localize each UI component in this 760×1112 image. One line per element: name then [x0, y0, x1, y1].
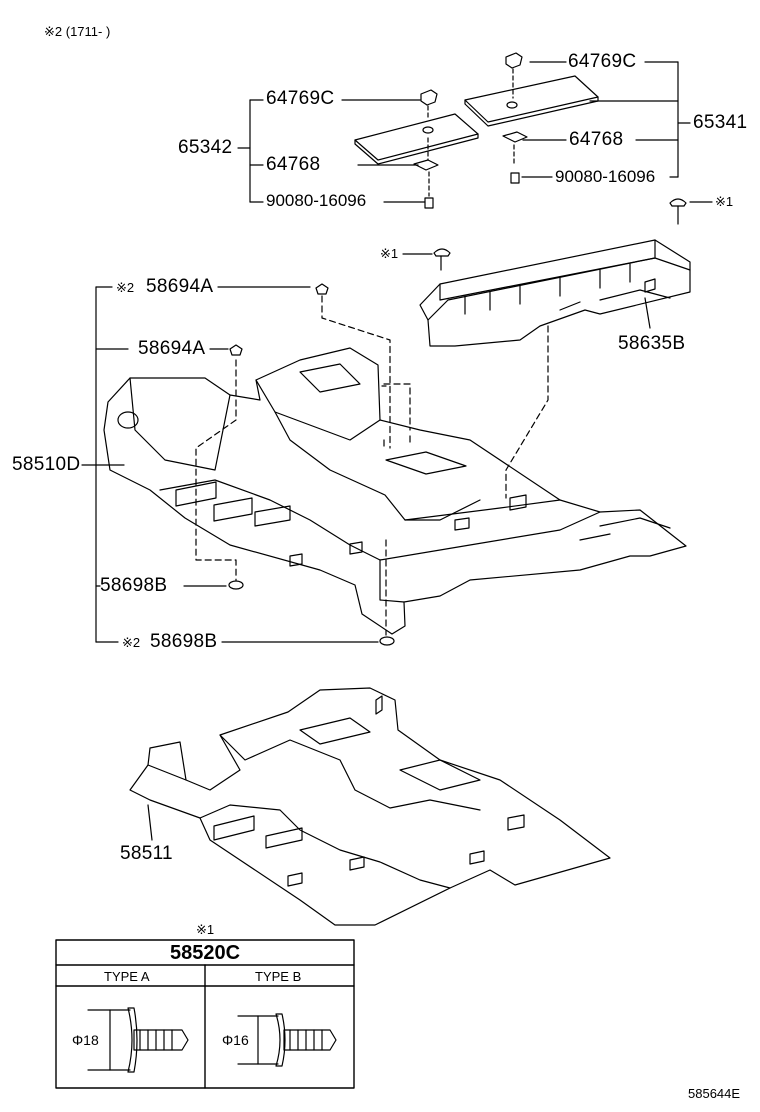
mark-2-58694A: ※2	[116, 280, 135, 295]
dim-type-a: Φ18	[72, 1032, 99, 1048]
header-note: ※2 (1711- )	[44, 24, 111, 39]
mark-1-right: ※1	[715, 194, 734, 209]
table-type-b: TYPE B	[255, 969, 302, 984]
reference-code: 585644E	[688, 1086, 741, 1101]
leader-65341	[521, 61, 691, 178]
spacer-58694A-top	[217, 283, 329, 295]
label-58635B: 58635B	[618, 333, 686, 354]
insulator-58635B	[419, 239, 691, 347]
mark-2-58698B: ※2	[122, 635, 141, 650]
label-64768-left: 64768	[266, 154, 321, 175]
guide-lines	[195, 295, 549, 636]
clip-table	[55, 939, 355, 1089]
floor-carpet-upper	[103, 347, 687, 635]
label-58694A-mid: 58694A	[138, 338, 206, 359]
label-58694A-top: 58694A	[146, 276, 214, 297]
floor-carpet-lower	[129, 687, 611, 926]
table-type-a: TYPE A	[104, 969, 150, 984]
label-58698B-lower: 58698B	[150, 631, 218, 652]
leader-58510D	[81, 286, 129, 643]
screw-90080-left	[424, 171, 434, 209]
clip-type-a-drawing	[87, 1007, 189, 1073]
clip-64768-left	[413, 137, 439, 171]
table-note: ※1	[196, 922, 215, 937]
dim-type-b: Φ16	[222, 1032, 249, 1048]
label-64768-right: 64768	[569, 129, 624, 150]
pad-58698B-lower	[221, 636, 395, 646]
label-90080-right: 90080-16096	[555, 167, 656, 186]
clip-type-b-drawing	[237, 1013, 337, 1067]
screw-90080-right	[510, 172, 520, 184]
label-90080-left: 90080-16096	[266, 191, 367, 210]
clip-64769C-left	[420, 89, 438, 121]
clip-64768-right	[502, 131, 528, 166]
label-64769C-right: 64769C	[568, 51, 637, 72]
leader-65342	[237, 99, 426, 203]
label-65342: 65342	[178, 137, 233, 158]
trim-pad-65341	[464, 75, 599, 127]
table-title: 58520C	[170, 942, 241, 964]
label-58511: 58511	[120, 843, 173, 864]
label-65341: 65341	[693, 112, 748, 133]
label-58510D: 58510D	[12, 454, 81, 475]
clip-64769C-right	[505, 52, 523, 99]
push-clip-right	[669, 198, 713, 225]
label-58698B-upper: 58698B	[100, 575, 168, 596]
trim-pad-65342	[354, 113, 479, 165]
mark-1-left: ※1	[380, 246, 399, 261]
push-clip-left	[402, 248, 451, 271]
label-64769C-left: 64769C	[266, 88, 335, 109]
spacer-58694A-mid	[209, 344, 243, 356]
pad-58698B-upper	[183, 580, 244, 590]
